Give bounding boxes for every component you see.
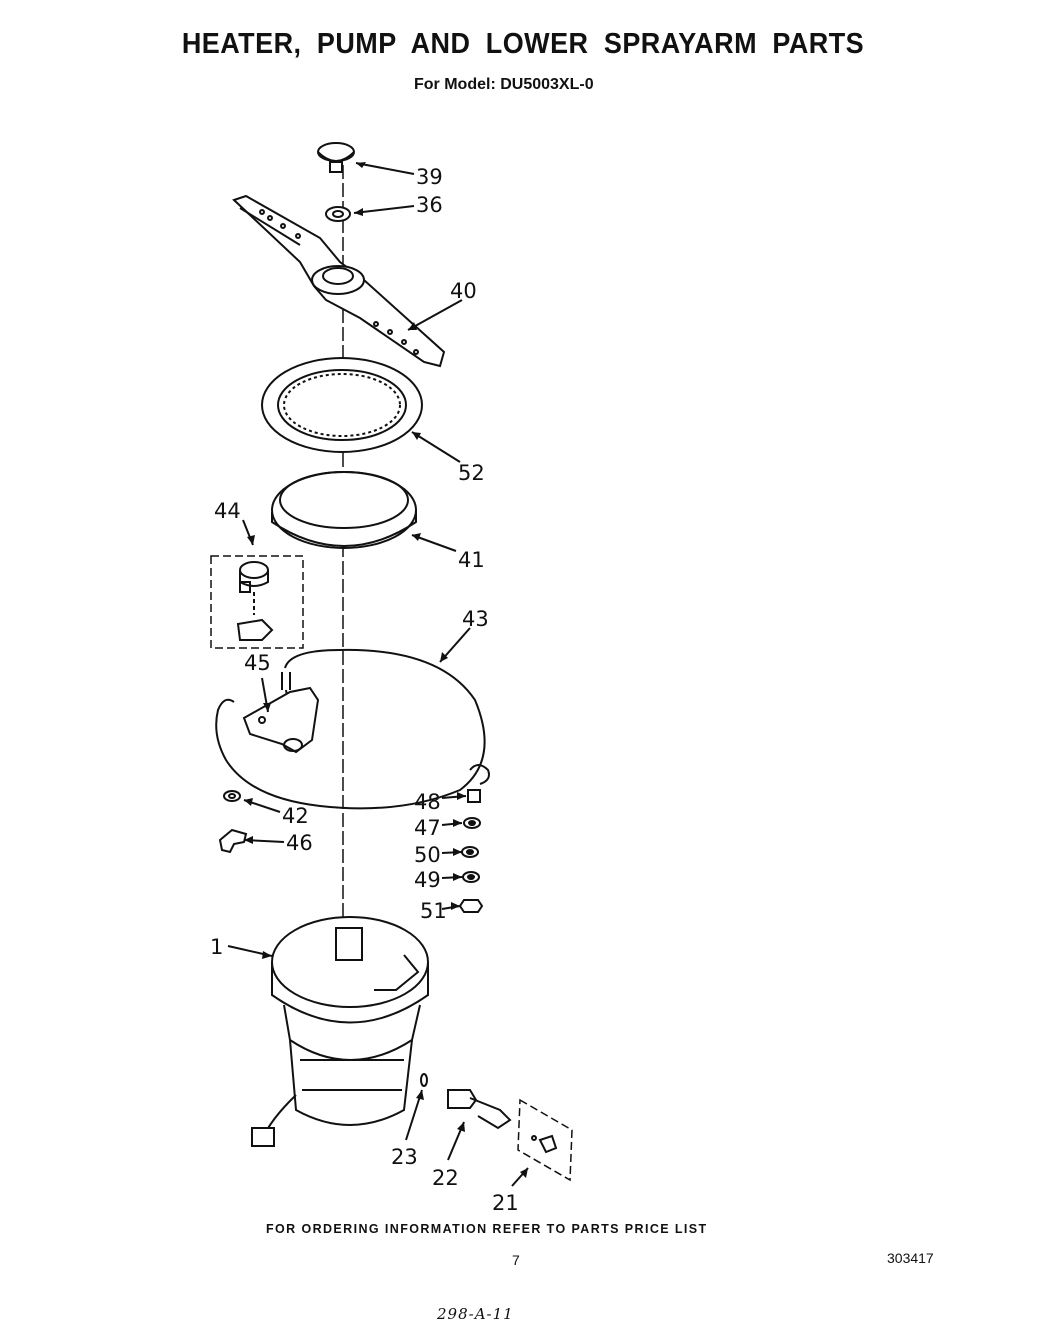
callout-23: 23 [391, 1145, 418, 1169]
callout-21: 21 [492, 1191, 519, 1215]
document-number: 303417 [887, 1250, 934, 1266]
part-21-bracket-kit-icon [517, 1098, 573, 1182]
page-title: HEATER, PUMP AND LOWER SPRAYARM PARTS [181, 28, 865, 60]
handwritten-note: 298-A-11 [437, 1305, 514, 1323]
callout-41: 41 [458, 548, 485, 572]
callout-22: 22 [432, 1166, 459, 1190]
callout-44: 44 [214, 499, 241, 523]
callout-51: 51 [420, 899, 447, 923]
part-41-seal-ring-icon [271, 471, 417, 549]
callout-36: 36 [416, 193, 443, 217]
part-44-thermostat-kit-icon [210, 555, 304, 649]
callout-47: 47 [414, 816, 441, 840]
part-40-sprayarm-icon [232, 194, 446, 368]
part-23-oring-icon [420, 1073, 428, 1087]
part-48-terminal-icon [467, 789, 481, 803]
callout-40: 40 [450, 279, 477, 303]
callout-43: 43 [462, 607, 489, 631]
callout-46: 46 [286, 831, 313, 855]
callout-45: 45 [244, 651, 271, 675]
part-1-pump-motor-icon [251, 916, 429, 1147]
callout-49: 49 [414, 868, 441, 892]
callout-39: 39 [416, 165, 443, 189]
callout-50: 50 [414, 843, 441, 867]
part-52-filter-ring-icon [261, 357, 423, 453]
part-49-washer-icon [462, 871, 480, 883]
part-36-washer-icon [325, 206, 351, 222]
part-47-washer-icon [463, 817, 481, 829]
part-45-bracket-icon [242, 686, 320, 754]
part-22-sensor-icon [447, 1089, 512, 1130]
callout-1: 1 [210, 935, 223, 959]
part-39-cap-icon [317, 142, 355, 173]
callout-52: 52 [458, 461, 485, 485]
part-51-nut-icon [458, 899, 484, 913]
part-46-clip-icon [218, 828, 248, 854]
part-50-washer-icon [461, 846, 479, 858]
model-subtitle: For Model: DU5003XL-0 [414, 76, 594, 93]
ordering-info-footer: FOR ORDERING INFORMATION REFER TO PARTS … [266, 1222, 708, 1236]
part-42-washer-icon [223, 790, 241, 802]
callout-42: 42 [282, 804, 309, 828]
callout-48: 48 [414, 790, 441, 814]
page-number: 7 [512, 1252, 520, 1268]
